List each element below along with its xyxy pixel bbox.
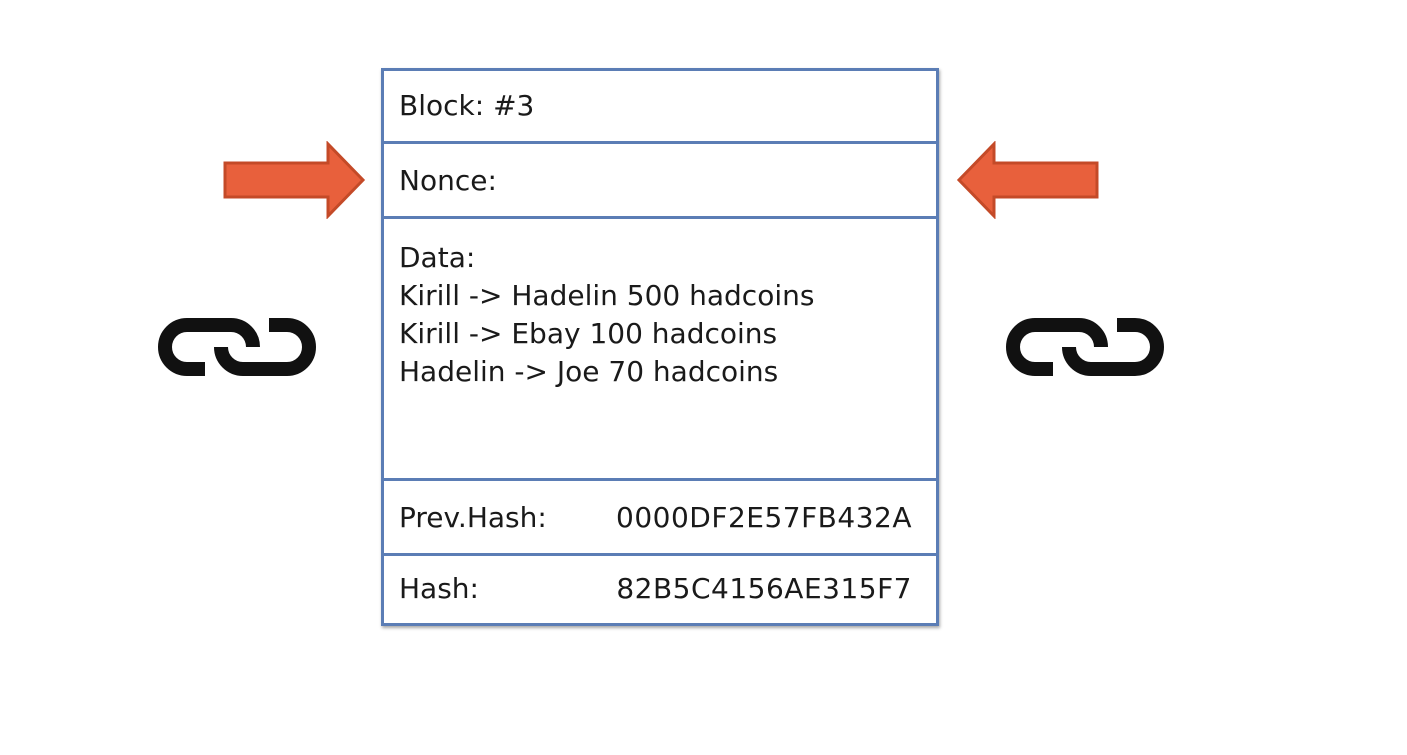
transaction-list: Kirill -> Hadelin 500 hadcoins Kirill ->…	[399, 277, 814, 391]
block-number-label: Block: #3	[399, 89, 535, 122]
right-arrow-icon	[223, 141, 366, 219]
prev-hash-row: Prev.Hash: 0000DF2E57FB432A	[384, 481, 936, 556]
block-number-row: Block: #3	[384, 71, 936, 144]
data-label: Data:	[399, 241, 476, 274]
transaction-item: Kirill -> Ebay 100 hadcoins	[399, 317, 778, 350]
chain-link-icon	[1006, 318, 1164, 376]
chain-link-icon	[158, 318, 316, 376]
hash-value: 82B5C4156AE315F7	[616, 572, 912, 605]
nonce-row: Nonce:	[384, 144, 936, 219]
nonce-label: Nonce:	[399, 164, 497, 197]
data-row: Data: Kirill -> Hadelin 500 hadcoins Kir…	[384, 219, 936, 481]
left-arrow-icon	[956, 141, 1099, 219]
transaction-item: Hadelin -> Joe 70 hadcoins	[399, 355, 779, 388]
hash-label: Hash:	[399, 572, 479, 605]
block-card: Block: #3 Nonce: Data: Kirill -> Hadelin…	[381, 68, 939, 626]
transaction-item: Kirill -> Hadelin 500 hadcoins	[399, 279, 815, 312]
hash-row: Hash: 82B5C4156AE315F7	[384, 556, 936, 626]
prev-hash-value: 0000DF2E57FB432A	[616, 501, 912, 534]
prev-hash-label: Prev.Hash:	[399, 501, 547, 534]
